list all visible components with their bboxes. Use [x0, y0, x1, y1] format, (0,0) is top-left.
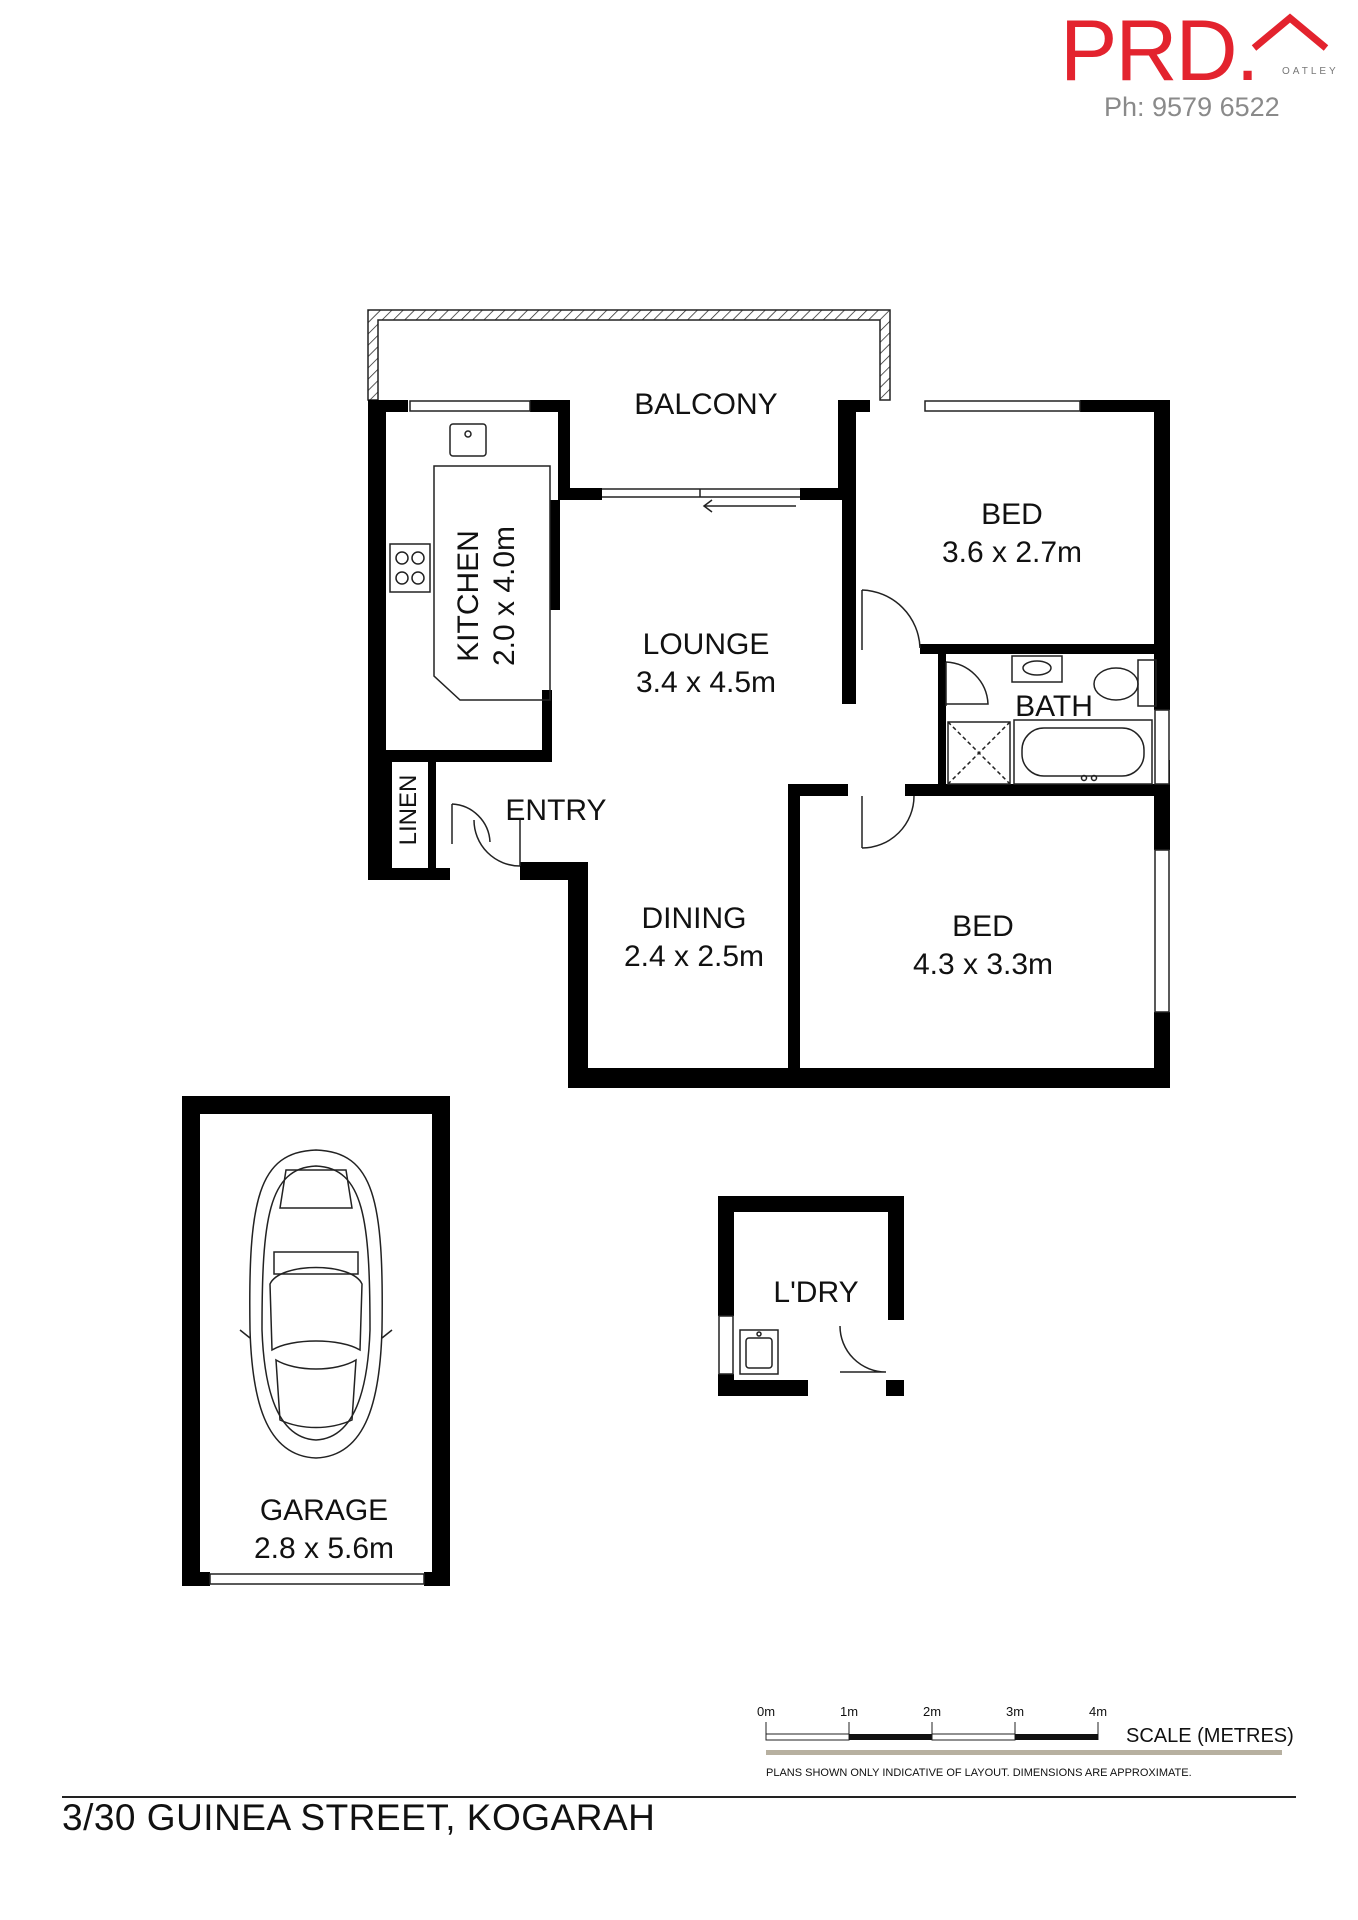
laundry-tub-icon: [739, 1329, 779, 1375]
brand-name: PRD.: [1060, 3, 1259, 99]
scale-disclaimer: PLANS SHOWN ONLY INDICATIVE OF LAYOUT. D…: [766, 1767, 1192, 1779]
windows: [209, 400, 1170, 1585]
kitchen-label-group: KITCHEN 2.0 x 4.0m: [452, 526, 521, 666]
scale-bar: 0m 1m 2m 3m 4m SCALE (METRES) PLANS SHOW…: [757, 1704, 1294, 1779]
entry-label: ENTRY: [505, 794, 606, 827]
lounge-label: LOUNGE: [643, 628, 770, 661]
kitchen-label: KITCHEN: [452, 530, 485, 662]
kitchen-size: 2.0 x 4.0m: [488, 526, 521, 666]
linen-label: LINEN: [395, 775, 422, 846]
scale-tick-label: 2m: [923, 1704, 941, 1719]
brand-phone: Ph: 9579 6522: [1104, 92, 1280, 122]
bed2-label: BED: [952, 910, 1014, 943]
balcony-label: BALCONY: [634, 388, 777, 421]
bath-label: BATH: [1015, 690, 1093, 723]
property-address: 3/30 GUINEA STREET, KOGARAH: [62, 1797, 656, 1838]
car-icon: [239, 1149, 393, 1459]
scale-label: SCALE (METRES): [1126, 1725, 1294, 1747]
house-roof-icon: [1251, 13, 1329, 51]
bed1-size: 3.6 x 2.7m: [942, 536, 1082, 569]
bed2-size: 4.3 x 3.3m: [913, 948, 1053, 981]
bathroom-fixtures: [947, 655, 1157, 785]
cooktop-icon: [389, 543, 431, 593]
kitchen-sink-icon: [449, 423, 487, 457]
scale-tick-label: 0m: [757, 1704, 775, 1719]
dining-size: 2.4 x 2.5m: [624, 940, 764, 973]
balcony-balustrade: [367, 309, 891, 401]
scale-tick-label: 1m: [840, 1704, 858, 1719]
garage-size: 2.8 x 5.6m: [254, 1532, 394, 1565]
brand-logo: PRD. OATLEY Ph: 9579 6522: [1060, 8, 1340, 128]
scale-tick-label: 4m: [1089, 1704, 1107, 1719]
door-swings: [451, 589, 989, 1373]
brand-office: OATLEY: [1282, 66, 1339, 77]
dining-label: DINING: [642, 902, 747, 935]
laundry-label: L'DRY: [773, 1276, 858, 1309]
divider-rule: [62, 1796, 1296, 1798]
sliding-door: [602, 488, 800, 513]
bed1-label: BED: [981, 498, 1043, 531]
garage-label: GARAGE: [260, 1494, 388, 1527]
kitchen-bench: [433, 465, 551, 701]
main-walls: [182, 400, 1170, 1586]
room-labels: BALCONY KITCHEN 2.0 x 4.0m LOUNGE 3.4 x …: [254, 388, 1093, 1565]
linen-label-group: LINEN: [395, 775, 422, 846]
scale-tick-label: 3m: [1006, 1704, 1024, 1719]
lounge-size: 3.4 x 4.5m: [636, 666, 776, 699]
